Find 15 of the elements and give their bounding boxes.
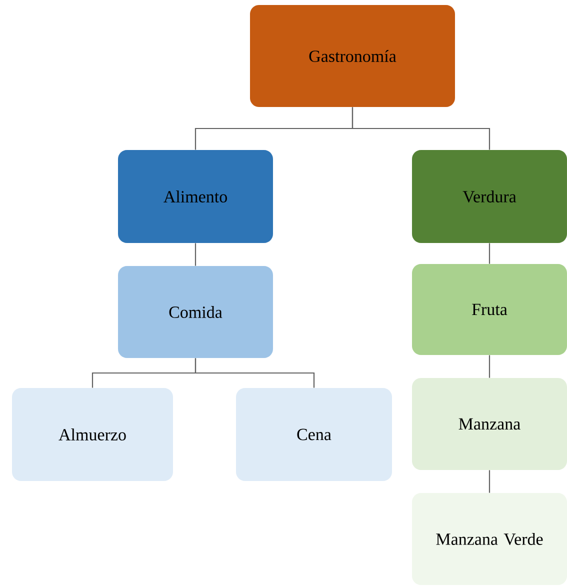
- connector-line: [488, 470, 490, 493]
- rounded-box: Alimento: [118, 150, 273, 243]
- rounded-box: Almuerzo: [12, 388, 173, 481]
- rounded-box: Gastronomía: [250, 5, 455, 107]
- connector-line: [352, 107, 490, 150]
- rounded-box: Manzana: [412, 378, 567, 470]
- connector-line: [488, 355, 490, 378]
- connector-line: [488, 243, 490, 264]
- connector-line: [194, 358, 315, 388]
- rounded-box: Cena: [236, 388, 392, 481]
- connector-line: [194, 243, 196, 266]
- rounded-box: Fruta: [412, 264, 567, 355]
- rounded-box: Comida: [118, 266, 273, 358]
- rounded-box: Verdura: [412, 150, 567, 243]
- rounded-box: Manzana Verde: [412, 493, 567, 585]
